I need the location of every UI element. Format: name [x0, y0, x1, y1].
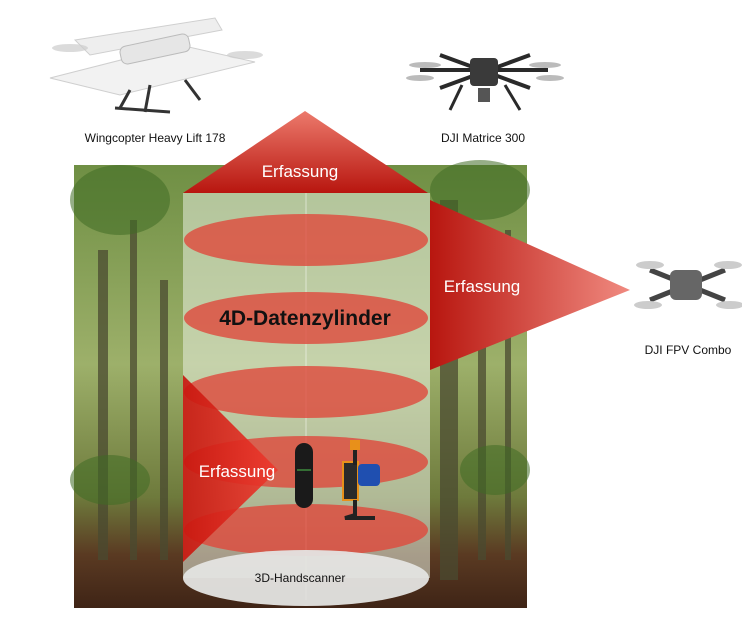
capture-right-triangle: [430, 200, 630, 370]
capture-left-triangle: [183, 375, 278, 562]
cylinder-base: [183, 550, 429, 606]
wingcopter-drone-image: [49, 17, 263, 114]
fpv-drone-image: [634, 261, 742, 309]
capture-top-label: Erfassung: [262, 162, 339, 181]
data-layer-3: [184, 366, 428, 418]
handscanner-images: [295, 440, 380, 520]
data-layer-1: [184, 214, 428, 266]
capture-left-label: Erfassung: [199, 462, 276, 481]
capture-top-triangle: [183, 111, 428, 193]
matrice-drone-image: [406, 53, 564, 111]
cylinder-title: 4D-Datenzylinder: [219, 307, 391, 330]
data-layer-2: [184, 292, 428, 344]
wingcopter-label: Wingcopter Heavy Lift 178: [85, 131, 226, 145]
capture-right-label: Erfassung: [444, 277, 521, 296]
matrice-label: DJI Matrice 300: [441, 131, 525, 145]
fpv-label: DJI FPV Combo: [645, 343, 732, 357]
handscanner-label: 3D-Handscanner: [255, 571, 346, 585]
